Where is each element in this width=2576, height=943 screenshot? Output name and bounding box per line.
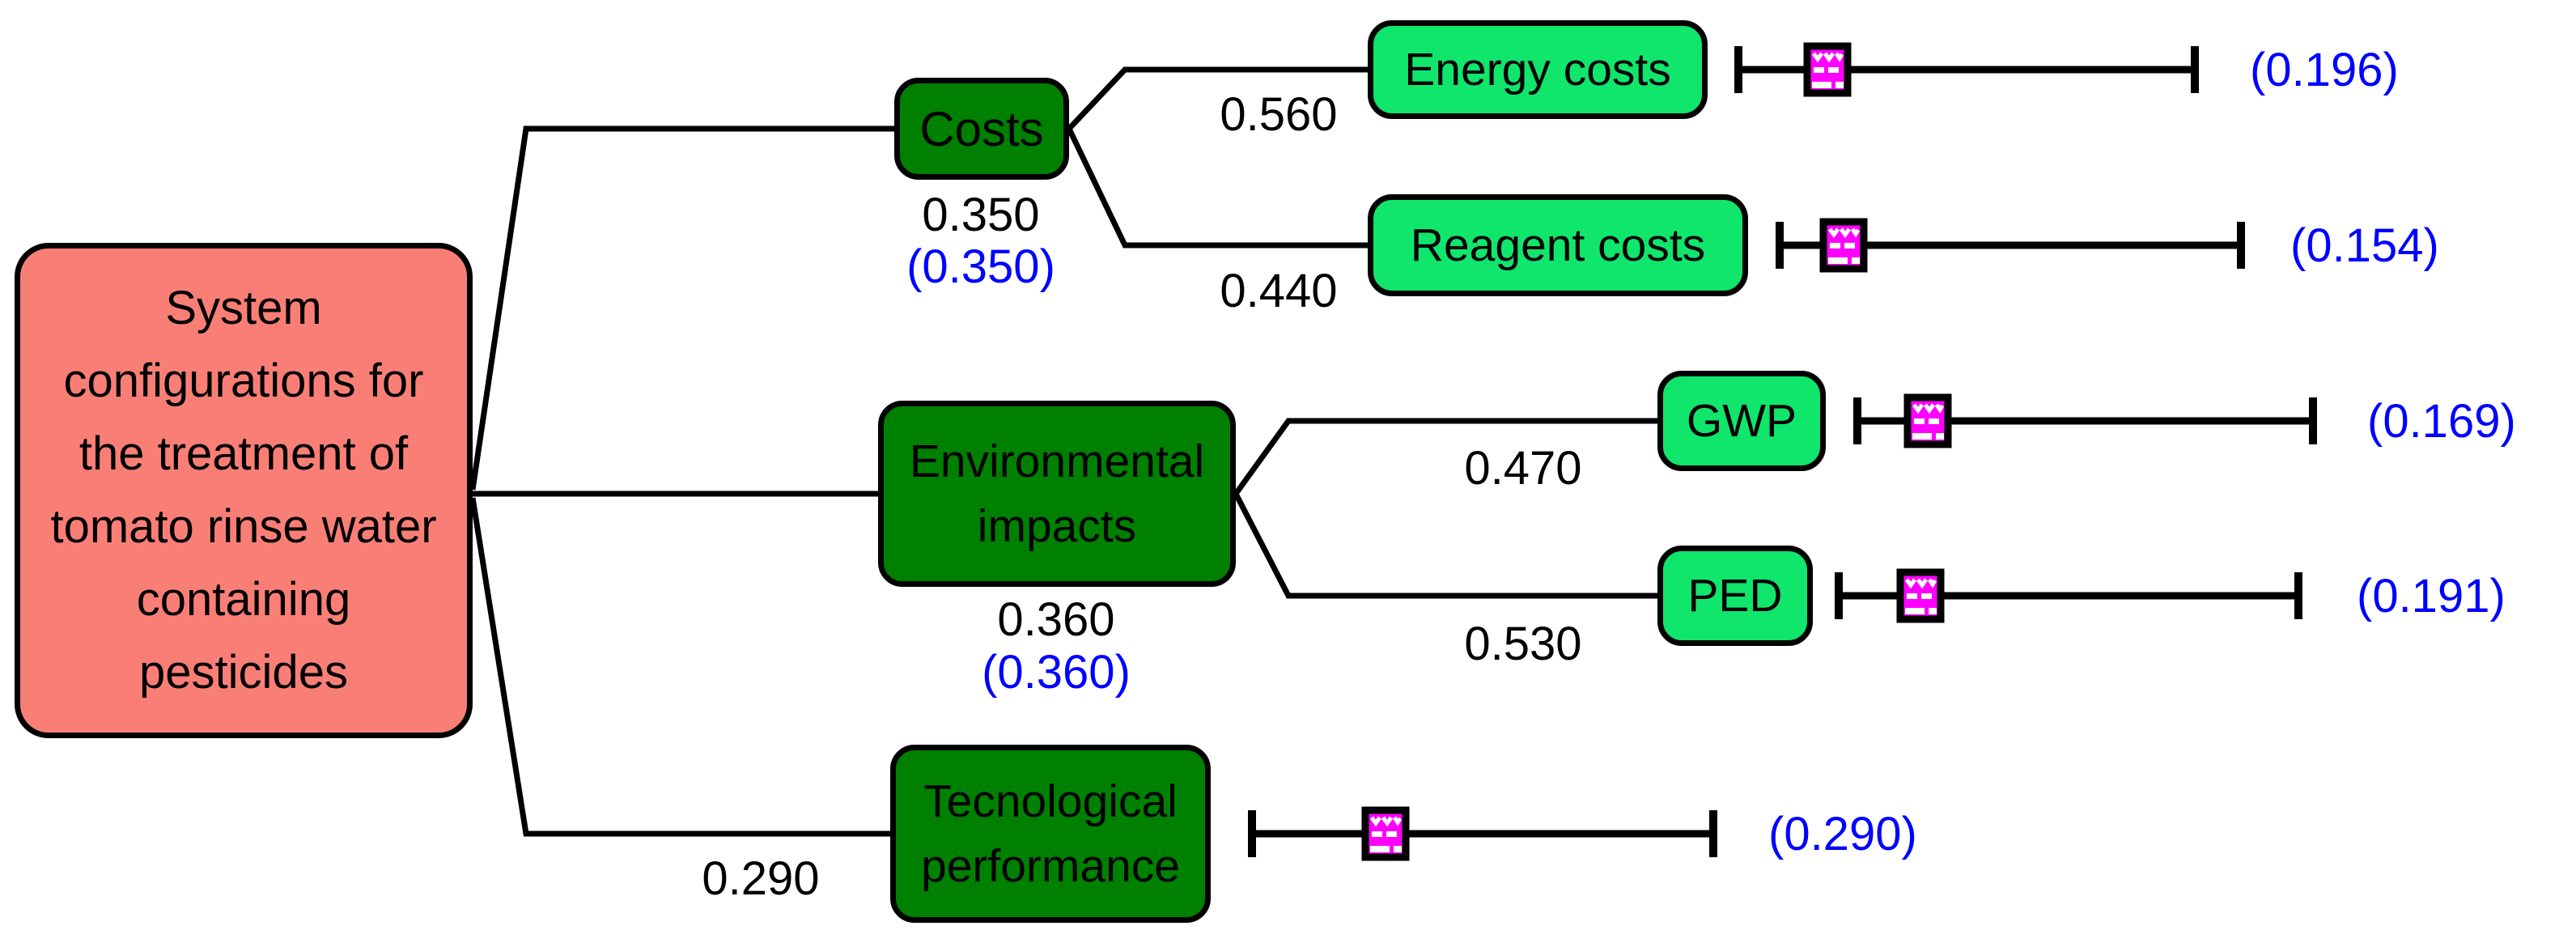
branch-costs-reagent <box>1066 127 1368 248</box>
branch-weight-ped: 0.530 <box>1464 618 1582 670</box>
branch-env-gwp <box>1233 418 1657 496</box>
result-value-reagent-costs: (0.154) <box>2290 219 2439 272</box>
subcriterion-label: Energy costs <box>1404 44 1671 96</box>
goal-label-line: the treatment of <box>79 427 409 480</box>
distribution-icon[interactable] <box>1361 806 1410 861</box>
costs-local-weight: 0.350 <box>922 189 1040 241</box>
criterion-node-environmental-impacts[interactable]: Environmental impacts <box>878 401 1236 587</box>
branch-env-ped <box>1233 492 1657 599</box>
goal-label-line: tomato rinse water <box>50 500 437 553</box>
costs-cumulative-weight: (0.350) <box>906 240 1055 293</box>
distribution-icon[interactable] <box>1903 393 1952 448</box>
criterion-label-line: performance <box>921 840 1180 892</box>
subcriterion-node-energy-costs[interactable]: Energy costs <box>1368 20 1708 119</box>
branch-weight-energy: 0.560 <box>1220 88 1338 141</box>
distribution-icon[interactable] <box>1803 42 1852 97</box>
branch-costs-energy <box>1067 66 1368 131</box>
branch-root-costs <box>469 125 894 491</box>
result-value-technological: (0.290) <box>1768 808 1917 860</box>
subcriterion-node-gwp[interactable]: GWP <box>1657 371 1826 471</box>
goal-node[interactable]: System configurations for the treatment … <box>15 243 473 738</box>
criterion-node-technological-performance[interactable]: Tecnological performance <box>890 745 1211 923</box>
subcriterion-label: Reagent costs <box>1410 219 1706 271</box>
subcriterion-label: PED <box>1687 570 1783 622</box>
result-value-ped: (0.191) <box>2357 570 2506 622</box>
goal-label-line: configurations for <box>63 355 424 407</box>
goal-label-line: System <box>165 282 322 334</box>
criterion-label: Costs <box>919 101 1044 156</box>
criterion-label-line: impacts <box>977 500 1137 552</box>
range-bar-technological <box>1248 810 1717 857</box>
environmental-local-weight: 0.360 <box>997 593 1115 646</box>
goal-label-line: pesticides <box>139 646 348 699</box>
subcriterion-label: GWP <box>1686 395 1797 447</box>
branch-root-technological <box>469 497 890 837</box>
branch-weight-gwp: 0.470 <box>1464 442 1582 495</box>
result-value-energy-costs: (0.196) <box>2250 44 2399 96</box>
branch-weight-technological: 0.290 <box>702 852 820 905</box>
branch-weight-reagent: 0.440 <box>1220 265 1338 317</box>
environmental-cumulative-weight: (0.360) <box>982 646 1131 699</box>
criterion-label-line: Tecnological <box>923 775 1178 827</box>
criterion-node-costs[interactable]: Costs <box>894 78 1069 180</box>
distribution-icon[interactable] <box>1819 218 1868 273</box>
distribution-icon[interactable] <box>1896 568 1945 623</box>
result-value-gwp: (0.169) <box>2367 395 2516 448</box>
criterion-label-line: Environmental <box>909 435 1205 487</box>
subcriterion-node-reagent-costs[interactable]: Reagent costs <box>1368 194 1748 296</box>
subcriterion-node-ped[interactable]: PED <box>1657 546 1813 646</box>
goal-label-line: containing <box>136 573 351 626</box>
